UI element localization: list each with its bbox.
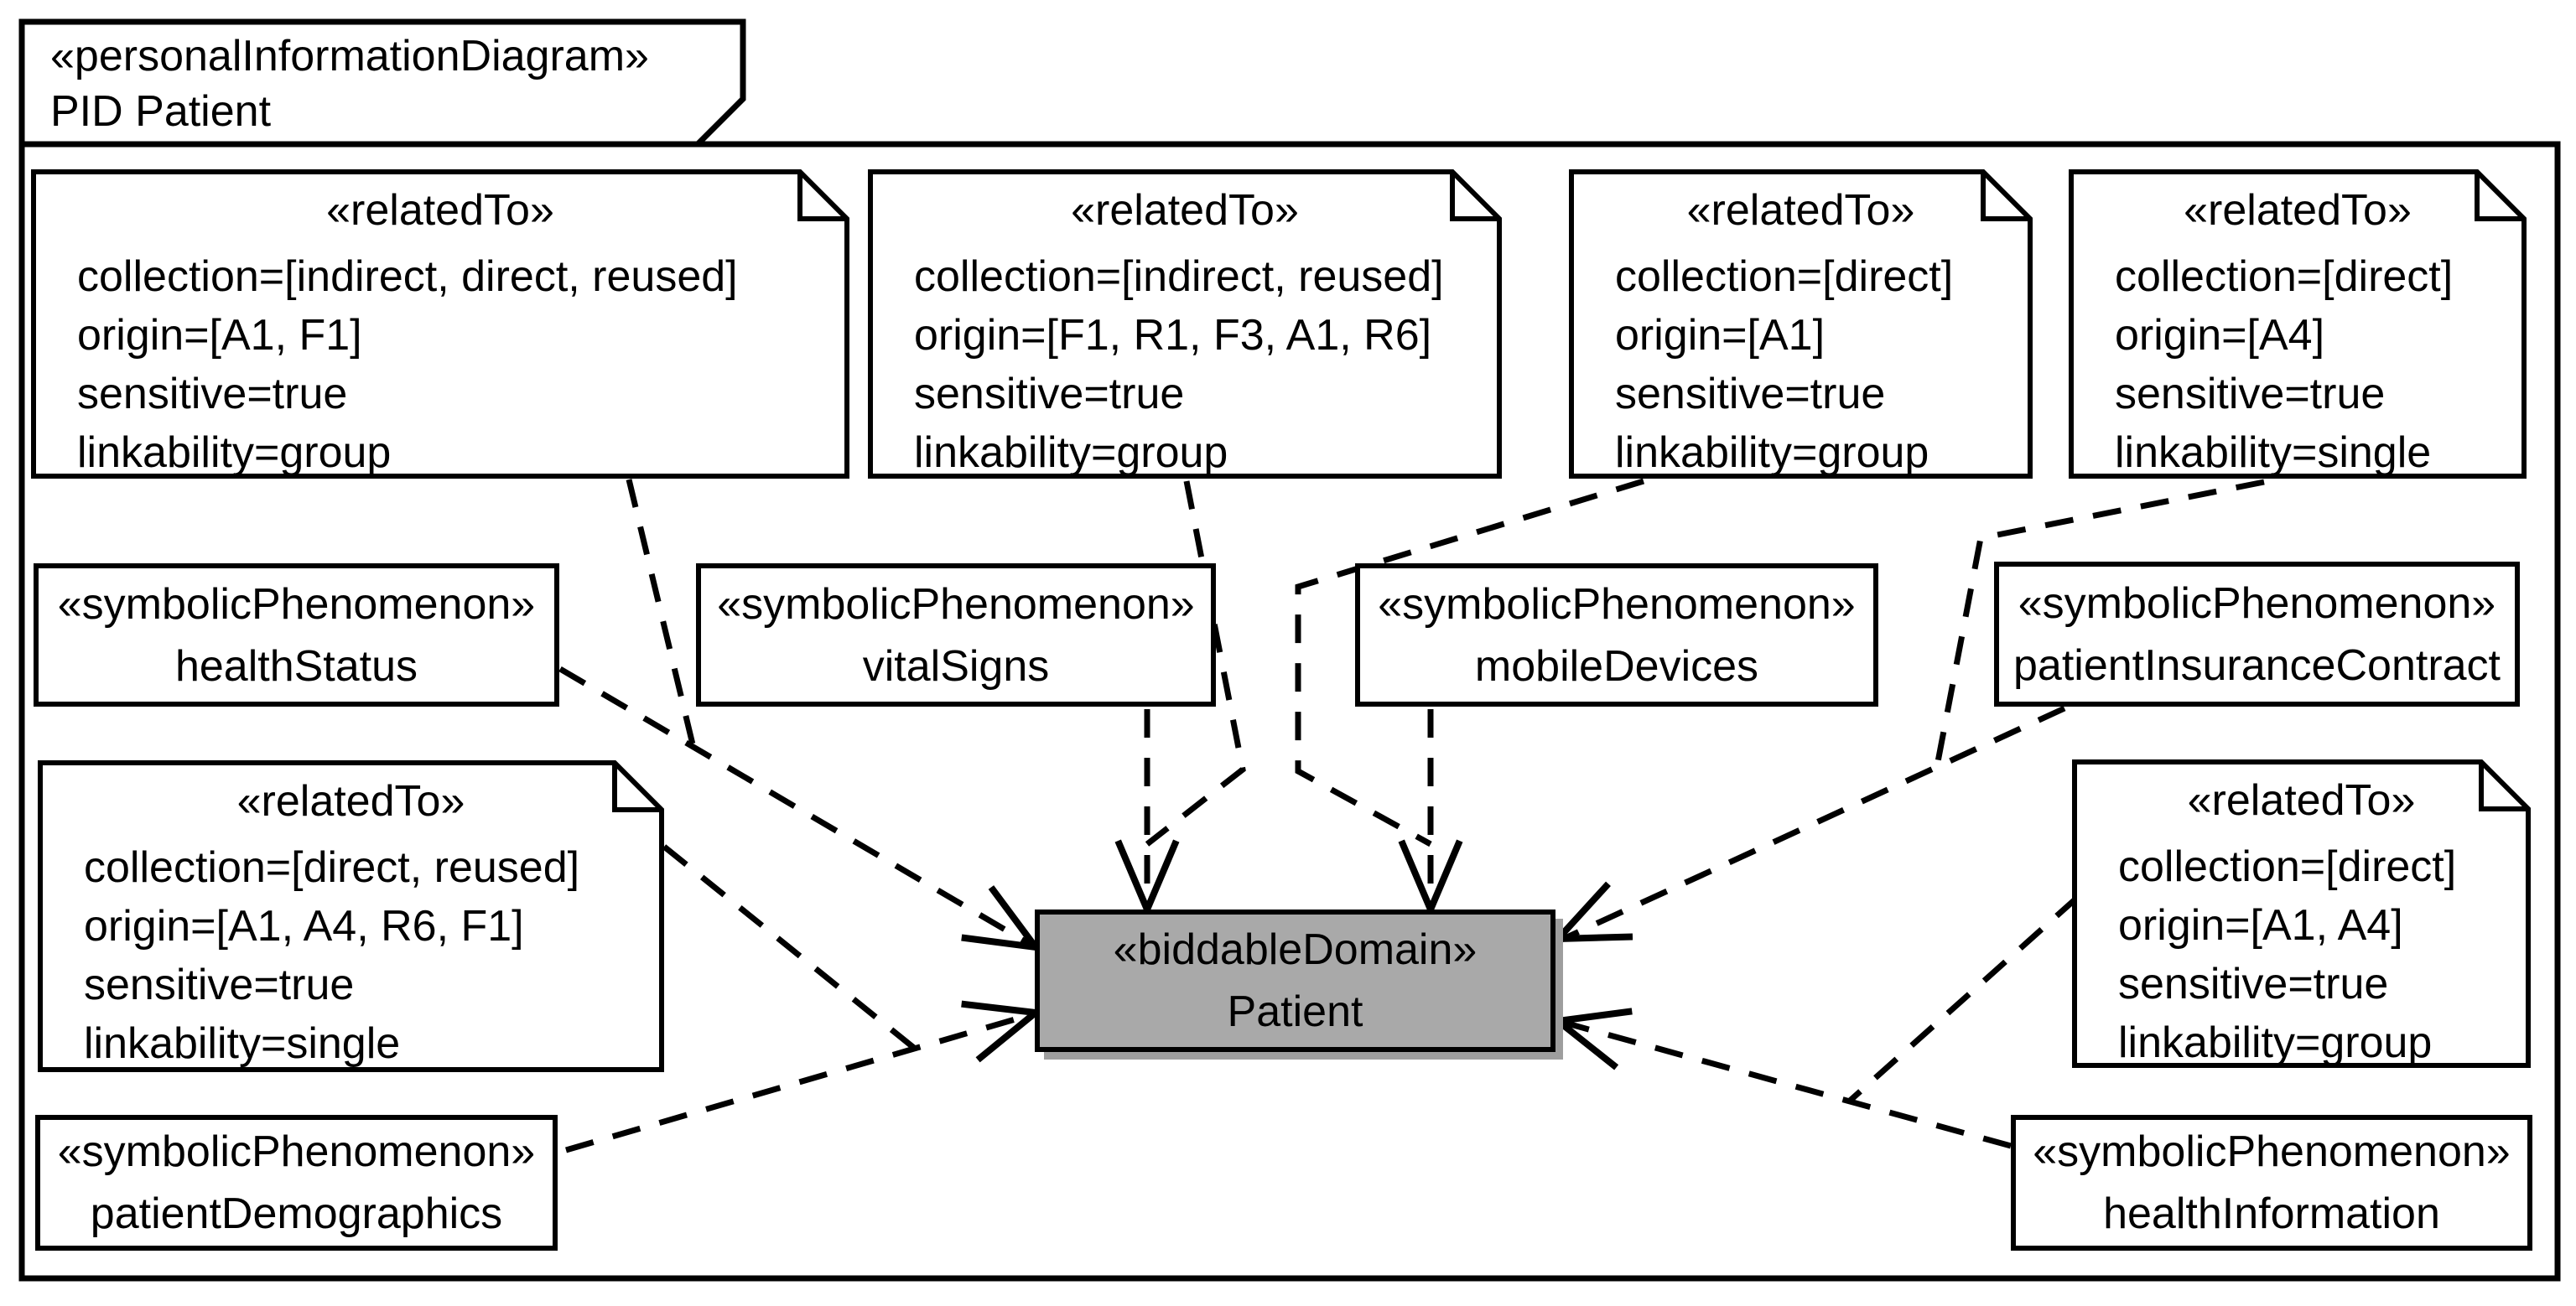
note-shapes (31, 169, 2531, 1072)
note-shape (868, 169, 1502, 479)
domain-patient: «biddableDomain» Patient (1035, 910, 1555, 1052)
note-line: origin=[F1, R1, F3, A1, R6] (914, 311, 1432, 360)
phenomenon-name: patientDemographics (90, 1189, 503, 1238)
phenomenon-vitalSigns: «symbolicPhenomenon» vitalSigns (696, 563, 1216, 707)
note-line: origin=[A4] (2115, 311, 2325, 360)
note-line: linkability=group (1615, 428, 1929, 477)
note-line: linkability=group (77, 428, 392, 477)
tether-note-patientInsuranceContract (1934, 479, 2265, 767)
note-line: sensitive=true (1615, 370, 1886, 418)
tether-note-healthInformation (1846, 894, 2080, 1104)
phenomenon-name: vitalSigns (862, 641, 1050, 691)
note-fold-icon (797, 172, 847, 221)
arrowhead-icon (961, 1000, 1044, 1063)
note-line: sensitive=true (2118, 960, 2389, 1008)
frame-title: «personalInformationDiagram» PID Patient (50, 29, 649, 139)
frame-title-tab (18, 18, 746, 148)
phenomenon-name: healthStatus (174, 641, 418, 691)
note-shape (38, 760, 664, 1072)
note-properties: collection=[direct, reused] origin=[A1, … (40, 838, 662, 1073)
connector-patientInsuranceContract-patient (1560, 705, 2066, 943)
note-healthStatus: «relatedTo» collection=[indirect, direct… (34, 184, 847, 482)
note-fold-icon (612, 763, 662, 812)
phenomenon-name: patientInsuranceContract (2012, 640, 2501, 690)
note-properties: collection=[direct] origin=[A1, A4] sens… (2075, 837, 2528, 1072)
note-line: linkability=single (84, 1019, 401, 1068)
dashed-connectors (558, 666, 2066, 1153)
note-line: sensitive=true (2115, 370, 2386, 418)
connector-healthStatus-patient (558, 666, 1034, 949)
note-line: collection=[direct] (2118, 842, 2457, 891)
phenomenon-healthStatus: «symbolicPhenomenon» healthStatus (34, 563, 559, 707)
tether-note-patientDemographics (662, 844, 917, 1050)
frame-stereotype: «personalInformationDiagram» (50, 32, 649, 80)
stereotype-label: «biddableDomain» (1113, 925, 1478, 974)
note-shape (2069, 169, 2527, 479)
frame-border (18, 141, 2561, 1282)
note-line: linkability=group (2118, 1018, 2433, 1067)
note-vitalSigns: «relatedTo» collection=[indirect, reused… (870, 184, 1499, 482)
note-line: collection=[indirect, reused] (914, 252, 1444, 301)
note-line: collection=[direct, reused] (84, 843, 580, 892)
frame-name: PID Patient (50, 87, 272, 136)
stereotype-label: «symbolicPhenomenon» (2018, 578, 2496, 628)
note-shape (31, 169, 849, 479)
tether-note-mobileDevices (1295, 478, 1645, 847)
note-fold-icon (1450, 172, 1499, 221)
note-line: collection=[direct] (1615, 252, 1954, 301)
note-line: origin=[A1, F1] (77, 311, 362, 360)
note-line: origin=[A1, A4, R6, F1] (84, 902, 524, 951)
note-line: linkability=single (2115, 428, 2432, 477)
arrowhead-icon (1550, 1008, 1633, 1070)
connector-healthInformation-patient (1561, 1018, 2012, 1149)
stereotype-label: «symbolicPhenomenon» (717, 579, 1195, 629)
note-fold-icon (2479, 762, 2528, 811)
note-patientDemographics: «relatedTo» collection=[direct, reused] … (40, 775, 662, 1073)
note-line: sensitive=true (77, 370, 348, 418)
domain-name: Patient (1227, 987, 1363, 1036)
note-properties: collection=[direct] origin=[A4] sensitiv… (2071, 247, 2524, 482)
stereotype-label: «symbolicPhenomenon» (2033, 1127, 2511, 1176)
connector-patientDemographics-patient (565, 1011, 1033, 1153)
note-stereotype: «relatedTo» (236, 777, 465, 826)
note-fold-icon (1981, 172, 2030, 221)
note-line: sensitive=true (914, 370, 1185, 418)
note-properties: collection=[indirect, direct, reused] or… (34, 247, 847, 482)
note-stereotype: «relatedTo» (1686, 186, 1915, 235)
note-stereotype: «relatedTo» (2187, 776, 2416, 825)
phenomenon-name: mobileDevices (1474, 641, 1759, 691)
stereotype-label: «symbolicPhenomenon» (57, 579, 536, 629)
note-properties: collection=[indirect, reused] origin=[F1… (870, 247, 1499, 482)
note-stereotype: «relatedTo» (2184, 186, 2412, 235)
note-shape (2072, 759, 2531, 1068)
note-line: origin=[A1, A4] (2118, 901, 2403, 950)
note-line: linkability=group (914, 428, 1228, 477)
phenomenon-healthInformation: «symbolicPhenomenon» healthInformation (2011, 1115, 2532, 1251)
stereotype-label: «symbolicPhenomenon» (1378, 579, 1856, 629)
phenomenon-name: healthInformation (2103, 1189, 2440, 1238)
note-line: sensitive=true (84, 961, 355, 1009)
note-line: collection=[indirect, direct, reused] (77, 252, 738, 301)
stereotype-label: «symbolicPhenomenon» (57, 1127, 536, 1176)
note-stereotype: «relatedTo» (1071, 186, 1299, 235)
note-fold-icon (2475, 172, 2524, 221)
phenomenon-patientInsuranceContract: «symbolicPhenomenon» patientInsuranceCon… (1994, 562, 2520, 707)
note-properties: collection=[direct] origin=[A1] sensitiv… (1571, 247, 2030, 482)
note-mobileDevices: «relatedTo» collection=[direct] origin=[… (1571, 184, 2030, 482)
note-patientInsuranceContract: «relatedTo» collection=[direct] origin=[… (2071, 184, 2524, 482)
note-shape (1569, 169, 2033, 479)
note-healthInformation: «relatedTo» collection=[direct] origin=[… (2075, 774, 2528, 1072)
note-stereotype: «relatedTo» (326, 186, 554, 235)
phenomenon-mobileDevices: «symbolicPhenomenon» mobileDevices (1355, 563, 1878, 707)
note-line: origin=[A1] (1615, 311, 1826, 360)
arrowhead-icon (1550, 881, 1633, 943)
note-line: collection=[direct] (2115, 252, 2454, 301)
tether-note-healthStatus (626, 479, 697, 749)
phenomenon-patientDemographics: «symbolicPhenomenon» patientDemographics (35, 1115, 558, 1251)
